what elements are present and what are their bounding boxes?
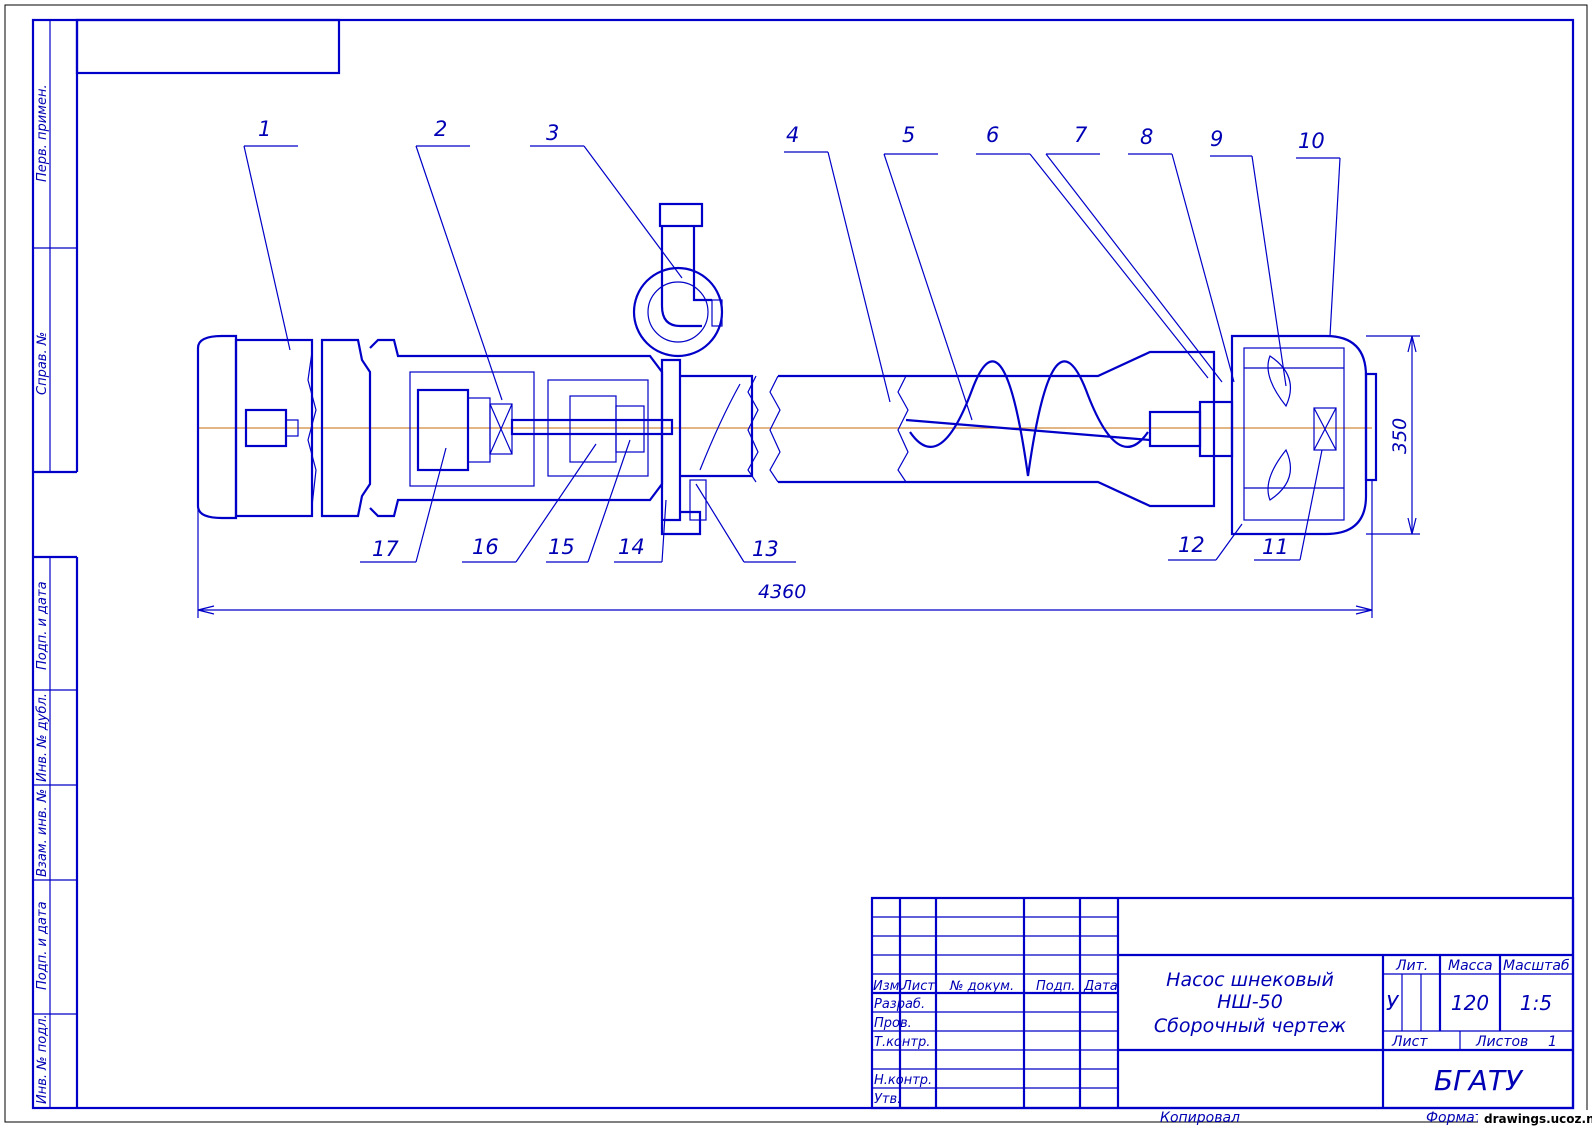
tb-org: БГАТУ: [1434, 1064, 1524, 1097]
tb-row-utv: Утв.: [874, 1092, 901, 1107]
title-block-text: Изм. Лист № докум. Подп. Дата Разраб. Пр…: [873, 958, 1570, 1107]
callout-9: 9: [1210, 127, 1223, 151]
stamp-perv-primen: Перв. примен.: [35, 84, 50, 182]
top-left-stamp-box: [75, 18, 341, 75]
callout-3: 3: [546, 121, 559, 145]
callout-4: 4: [786, 123, 799, 147]
dimension-overall-length: 4360: [758, 581, 806, 603]
callout-6: 6: [986, 123, 999, 147]
tb-row-tkontr: Т.контр.: [874, 1035, 930, 1050]
callout-15: 15: [548, 535, 575, 559]
callout-10: 10: [1298, 129, 1325, 153]
tb-col-list: Лист: [901, 979, 935, 994]
callout-7: 7: [1074, 123, 1088, 147]
drawing-frame: [31, 18, 1575, 1110]
stamp-sprav-no: Справ. №: [35, 332, 50, 395]
callout-12: 12: [1178, 533, 1205, 557]
tb-mass-value: 120: [1451, 991, 1489, 1015]
tb-sheets-label: Листов: [1475, 1034, 1528, 1050]
tb-lit-label: Лит.: [1395, 958, 1428, 974]
watermark: drawings.ucoz.net: [1484, 1112, 1592, 1126]
tb-row-nkontr: Н.контр.: [874, 1073, 932, 1088]
tb-col-date: Дата: [1083, 979, 1118, 994]
stamp-podp-data-2: Подп. и дата: [35, 901, 50, 990]
stamp-podp-data-1: Подп. и дата: [35, 581, 50, 670]
footer-copied: Копировал: [1160, 1110, 1240, 1126]
tb-row-prov: Пров.: [874, 1016, 912, 1031]
tb-title-line1: Насос шнековый: [1166, 969, 1334, 991]
callout-labels: 1 2 3 4 5 6 7 8 9 10 11 12 13 14 15 16 1…: [258, 117, 1325, 561]
stamp-vzam-inv: Взам. инв. №: [35, 789, 50, 877]
callout-8: 8: [1140, 125, 1153, 149]
callout-13: 13: [752, 537, 779, 561]
tb-mass-label: Масса: [1448, 958, 1493, 974]
stamp-inv-dubl: Инв. № дубл.: [35, 693, 50, 782]
watermark-bg: [1478, 1110, 1590, 1126]
leader-lines: [243, 145, 1341, 563]
callout-1: 1: [258, 117, 271, 141]
dimension-height: 350: [1389, 418, 1411, 454]
callout-2: 2: [434, 117, 447, 141]
tb-title-line2: НШ-50: [1217, 991, 1283, 1013]
tb-sheet-label: Лист: [1391, 1034, 1428, 1050]
tb-title-line3: Сборочный чертеж: [1154, 1015, 1346, 1037]
dimension-lines: [197, 335, 1420, 618]
tb-lit-value: У: [1386, 991, 1400, 1015]
side-strip: Перв. примен. Справ. № Подп. и дата Инв.…: [33, 20, 79, 1108]
tb-col-sign: Подп.: [1036, 979, 1075, 994]
callout-5: 5: [902, 123, 915, 147]
callout-17: 17: [372, 537, 399, 561]
tb-col-doc: № докум.: [949, 979, 1014, 994]
tb-sheets-value: 1: [1548, 1034, 1557, 1050]
callout-16: 16: [472, 535, 499, 559]
pump-assembly: [196, 202, 1378, 536]
callout-14: 14: [618, 535, 645, 559]
callout-11: 11: [1262, 535, 1289, 559]
tb-scale-label: Масштаб: [1503, 958, 1570, 974]
tb-scale-value: 1:5: [1520, 991, 1552, 1015]
tb-col-izm: Изм.: [873, 979, 904, 994]
tb-row-razrab: Разраб.: [874, 997, 925, 1012]
page-border: [4, 4, 1588, 1123]
title-block: [870, 896, 1575, 1110]
stamp-inv-podl: Инв. № подл.: [35, 1014, 50, 1104]
